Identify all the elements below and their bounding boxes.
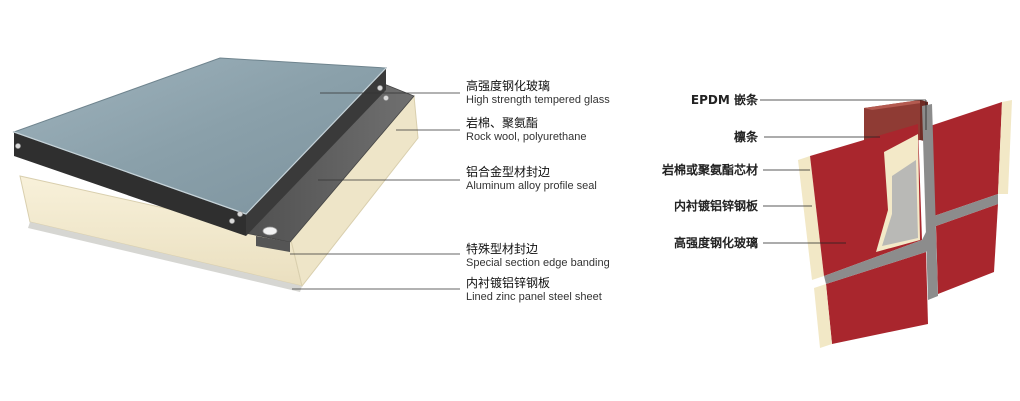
label-tempered-glass: 高强度钢化玻璃 High strength tempered glass — [466, 79, 610, 106]
label-rock-wool: 岩棉、聚氨酯 Rock wool, polyurethane — [466, 116, 587, 143]
core-bottom-left — [814, 284, 832, 348]
facing-top-right — [930, 102, 1002, 216]
wall-panel-joint-illustration — [798, 100, 1012, 348]
label-aluminum-profile: 铝合金型材封边 Aluminum alloy profile seal — [466, 165, 597, 192]
dark-edge-band-right — [246, 68, 386, 236]
screw-c — [237, 211, 243, 217]
epdm-horizontal-strip — [824, 194, 998, 284]
label-tempered-glass-right: 高强度钢化玻璃 — [673, 236, 758, 250]
epdm-vertical-strip — [922, 104, 938, 300]
screw-d — [377, 85, 383, 91]
purlin-top — [864, 100, 928, 110]
core-right-top — [998, 100, 1012, 194]
label-lined-steel: 内衬镀铝锌钢板 Lined zinc panel steel sheet — [466, 276, 602, 303]
dark-edge-band — [14, 132, 246, 236]
label-lined-steel-right: 内衬镀铝锌钢板 — [673, 199, 758, 213]
lined-steel-sheet — [28, 222, 302, 292]
facing-bottom-right — [936, 204, 998, 294]
profile-end — [256, 236, 290, 252]
core-left-edge — [798, 156, 824, 280]
label-epdm: EPDM 嵌条 — [690, 93, 758, 107]
peeled-metal — [882, 160, 918, 246]
label-special-banding: 特殊型材封边 Special section edge banding — [466, 242, 610, 269]
label-core-material: 岩棉或聚氨酯芯材 — [661, 163, 758, 177]
profile-hole — [262, 226, 278, 236]
label-purlin: 檩条 — [733, 130, 758, 144]
screw-a — [15, 143, 21, 149]
screw-b — [229, 218, 235, 224]
facing-bottom-left — [826, 252, 928, 344]
glass-edge-highlight — [13, 67, 387, 215]
sandwich-panel-illustration — [12, 57, 419, 292]
screw-e — [383, 95, 389, 101]
